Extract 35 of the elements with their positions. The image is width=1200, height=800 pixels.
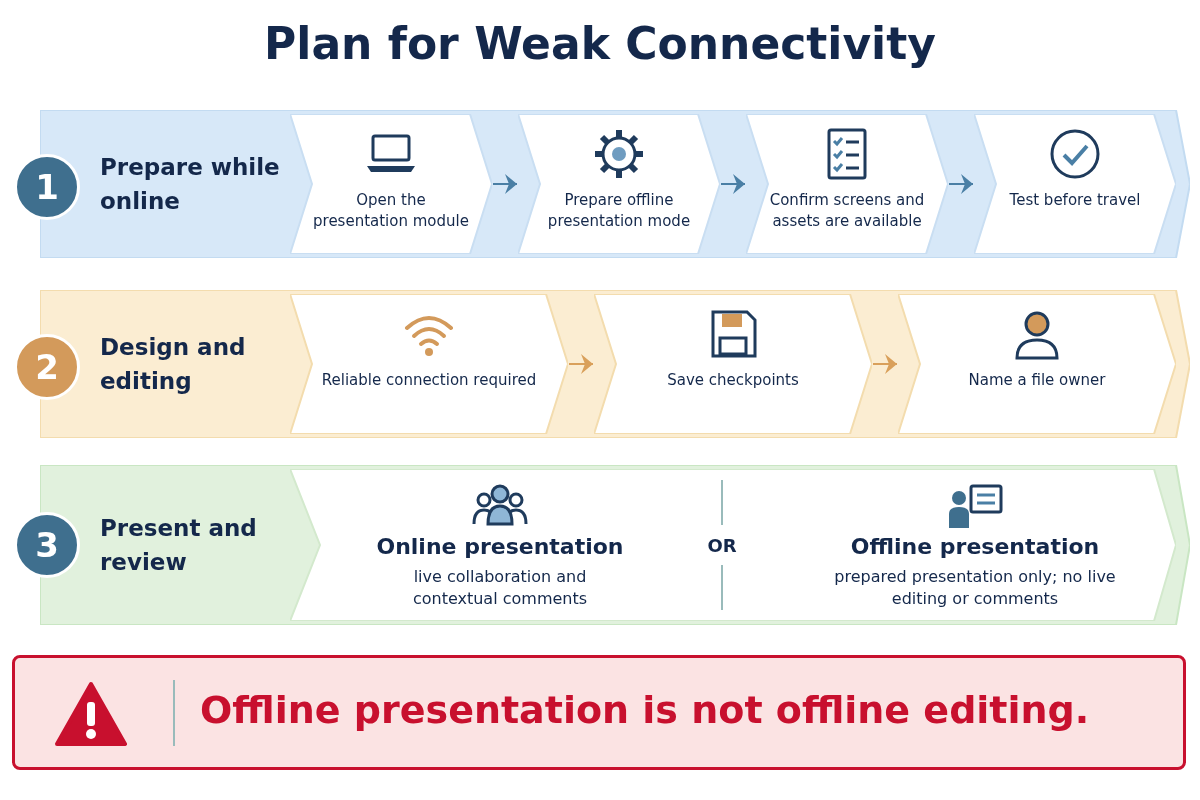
- row-band: [40, 110, 1190, 258]
- arrow: [492, 174, 518, 194]
- process-step: [898, 294, 1176, 434]
- separator-label: OR: [706, 535, 738, 556]
- step-label: Save checkpoints: [666, 370, 800, 391]
- step-label: Test before travel: [1008, 190, 1142, 211]
- row-heading: Present and review: [100, 514, 258, 577]
- process-step: [290, 114, 492, 254]
- warning-banner: [12, 655, 1186, 770]
- process-step: [290, 294, 568, 434]
- step-label: Confirm screens and assets are available: [768, 190, 926, 232]
- step-label: Reliable connection required: [320, 370, 538, 391]
- option-title: Online presentation: [375, 534, 625, 559]
- step-label: Name a file owner: [967, 370, 1107, 391]
- number-badge: 3: [14, 512, 80, 578]
- row-band: [40, 290, 1190, 438]
- title: Plan for Weak Connectivity: [263, 18, 937, 69]
- arrow: [568, 354, 594, 374]
- arrow: [948, 174, 974, 194]
- option-description: live collaboration and contextual comments: [411, 566, 589, 610]
- option-title: Offline presentation: [849, 534, 1101, 559]
- number-badge: 1: [14, 154, 80, 220]
- number-badge: 2: [14, 334, 80, 400]
- process-step: [594, 294, 872, 434]
- row-heading: Prepare while online: [100, 153, 281, 216]
- process-step: [746, 114, 948, 254]
- row-heading: Design and editing: [100, 333, 247, 396]
- warning-text: Offline presentation is not offline editing.: [200, 688, 1090, 732]
- option-description: prepared presentation only; no live editing or comments: [833, 566, 1117, 610]
- step-label: Open the presentation module: [312, 190, 470, 232]
- step-label: Prepare offline presentation mode: [546, 190, 692, 232]
- arrow: [872, 354, 898, 374]
- process-step: [518, 114, 720, 254]
- arrow: [720, 174, 746, 194]
- process-step: [974, 114, 1176, 254]
